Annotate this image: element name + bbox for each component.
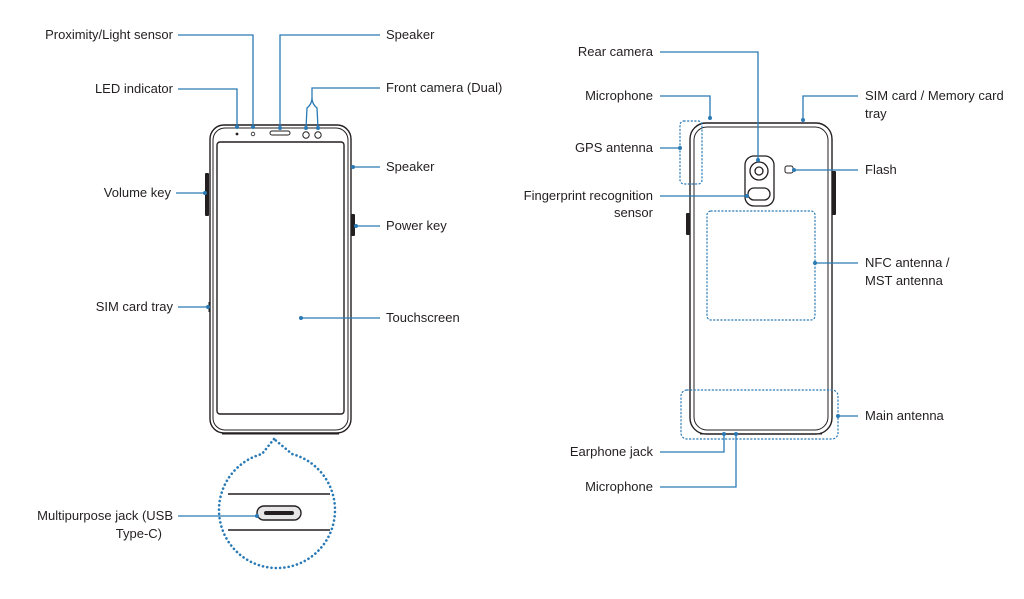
usb-c-port-inner bbox=[264, 511, 294, 515]
rear-camera-lens-outer bbox=[749, 161, 769, 181]
label-main-antenna: Main antenna bbox=[865, 408, 945, 423]
label-fingerprint-line2: sensor bbox=[614, 205, 654, 220]
back-phone-frame bbox=[693, 126, 829, 431]
label-multipurpose-jack-line2: Type-C) bbox=[116, 526, 162, 541]
front-camera-right bbox=[314, 131, 322, 139]
power-key-shape bbox=[351, 214, 355, 236]
label-flash: Flash bbox=[865, 162, 897, 177]
gps-antenna-region bbox=[679, 120, 703, 185]
label-fingerprint-line1: Fingerprint recognition bbox=[524, 188, 653, 203]
back-power-key-shape bbox=[686, 213, 690, 235]
label-multipurpose-jack-line1: Multipurpose jack (USB bbox=[37, 508, 173, 523]
label-sim-card-tray: SIM card tray bbox=[96, 299, 174, 314]
led-indicator-dot bbox=[235, 132, 239, 136]
usb-zoom-callout bbox=[217, 437, 337, 570]
label-led-indicator: LED indicator bbox=[95, 81, 174, 96]
front-phone-body bbox=[209, 124, 352, 434]
label-sim-memory-line1: SIM card / Memory card bbox=[865, 88, 1004, 103]
rear-camera-lens-inner bbox=[754, 166, 764, 176]
label-gps-antenna: GPS antenna bbox=[575, 140, 654, 155]
proximity-sensor-dot bbox=[250, 131, 256, 137]
rear-camera-module bbox=[744, 155, 775, 207]
volume-key-shape bbox=[205, 173, 209, 216]
earpiece-speaker bbox=[269, 130, 291, 136]
fingerprint-sensor-shape bbox=[747, 187, 771, 201]
label-sim-memory-line2: tray bbox=[865, 106, 887, 121]
label-nfc-line2: MST antenna bbox=[865, 273, 944, 288]
label-proximity-light-sensor: Proximity/Light sensor bbox=[45, 27, 174, 42]
label-nfc-line1: NFC antenna / bbox=[865, 255, 950, 270]
flash-shape bbox=[784, 165, 794, 174]
nfc-mst-antenna-region bbox=[706, 210, 816, 321]
front-view: Proximity/Light sensor LED indicator Vol… bbox=[37, 27, 502, 570]
back-volume-key-shape bbox=[832, 171, 836, 215]
label-speaker-top: Speaker bbox=[386, 27, 435, 42]
label-microphone-bottom: Microphone bbox=[585, 479, 653, 494]
label-touchscreen: Touchscreen bbox=[386, 310, 460, 325]
back-view: Rear camera Microphone GPS antenna Finge… bbox=[524, 44, 1004, 494]
label-power-key: Power key bbox=[386, 218, 447, 233]
label-earphone-jack: Earphone jack bbox=[570, 444, 654, 459]
label-front-camera: Front camera (Dual) bbox=[386, 80, 502, 95]
front-phone-frame bbox=[212, 127, 349, 431]
label-speaker-side: Speaker bbox=[386, 159, 435, 174]
label-microphone-top: Microphone bbox=[585, 88, 653, 103]
label-rear-camera: Rear camera bbox=[578, 44, 654, 59]
front-screen bbox=[216, 141, 345, 415]
front-camera-left bbox=[302, 131, 310, 139]
main-antenna-region bbox=[680, 389, 839, 440]
label-volume-key: Volume key bbox=[104, 185, 172, 200]
